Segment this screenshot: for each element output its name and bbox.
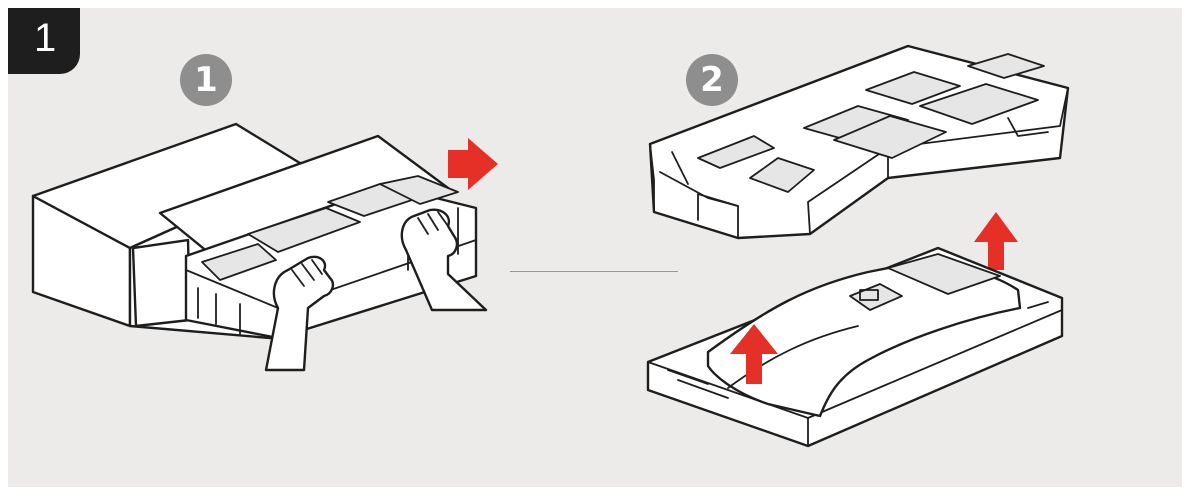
arrow-pull-right-icon xyxy=(448,138,498,190)
instruction-panel: 1 1 2 xyxy=(8,8,1182,487)
arrow-lift-up-icon xyxy=(974,212,1018,270)
foam-tray-top-illustration xyxy=(650,46,1068,238)
foam-tray-base-illustration xyxy=(648,248,1062,446)
illustration-canvas xyxy=(8,8,1182,487)
